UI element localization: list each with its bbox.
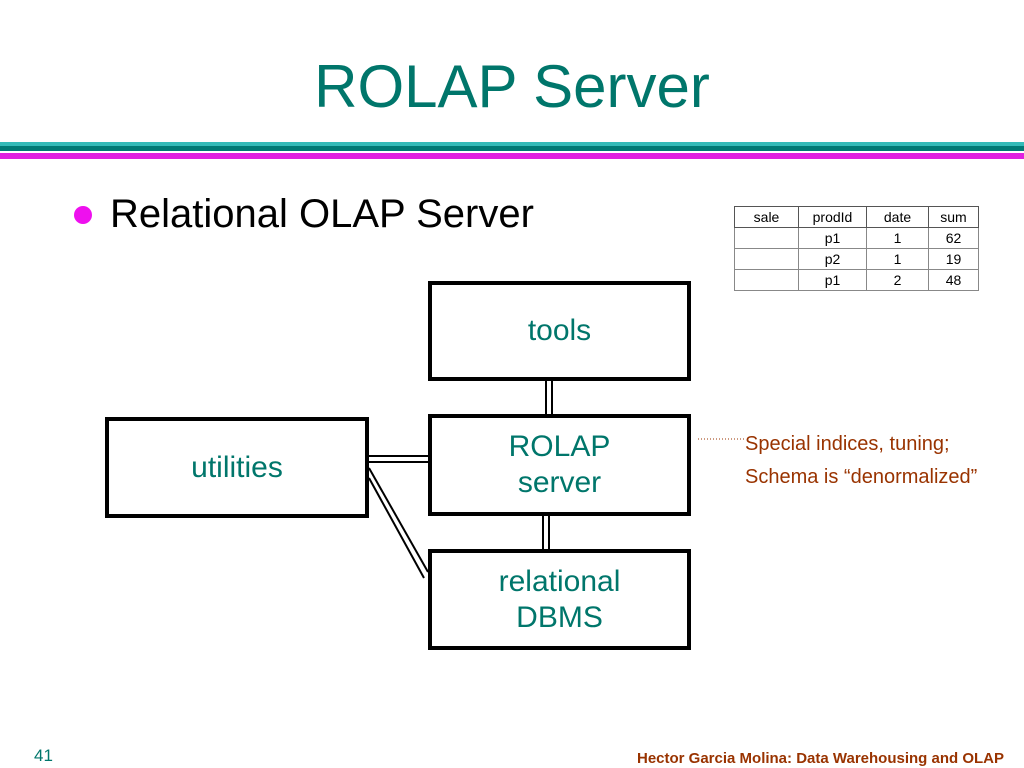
slide-title: ROLAP Server xyxy=(314,53,710,120)
table-row: p1 2 48 xyxy=(734,269,979,291)
table-header-cell: sum xyxy=(928,206,979,228)
tools-box: tools xyxy=(428,281,691,381)
table-cell: 19 xyxy=(928,248,979,270)
table-cell: p1 xyxy=(798,269,867,291)
annotation-line: Special indices, tuning; xyxy=(745,433,950,455)
sale-table: sale prodId date sum p1 1 62 p2 1 19 p1 … xyxy=(734,206,979,291)
title-rule-teal-dark xyxy=(0,146,1024,151)
connector-utilities-dbms-upper xyxy=(368,467,429,573)
table-header-cell: date xyxy=(866,206,929,228)
annotation: Special indices, tuning; Schema is “deno… xyxy=(745,428,977,494)
utilities-box: utilities xyxy=(105,417,369,518)
bullet-text: Relational OLAP Server xyxy=(110,192,534,236)
slide-number: 41 xyxy=(34,746,53,765)
title-rule-teal-light xyxy=(0,142,1024,146)
annotation-line: Schema is “denormalized” xyxy=(745,466,978,488)
connector-utilities-dbms-lower xyxy=(368,477,425,579)
table-cell: 48 xyxy=(928,269,979,291)
footer-credit: Hector Garcia Molina: Data Warehousing a… xyxy=(636,750,1004,767)
table-header-row: sale prodId date sum xyxy=(734,206,979,228)
rolap-server-box: ROLAP server xyxy=(428,414,691,516)
table-row: p1 1 62 xyxy=(734,227,979,249)
relational-dbms-box: relational DBMS xyxy=(428,549,691,650)
title-rule-magenta xyxy=(0,153,1024,159)
table-header-cell: sale xyxy=(734,206,799,228)
bullet-dot-icon xyxy=(74,206,92,224)
